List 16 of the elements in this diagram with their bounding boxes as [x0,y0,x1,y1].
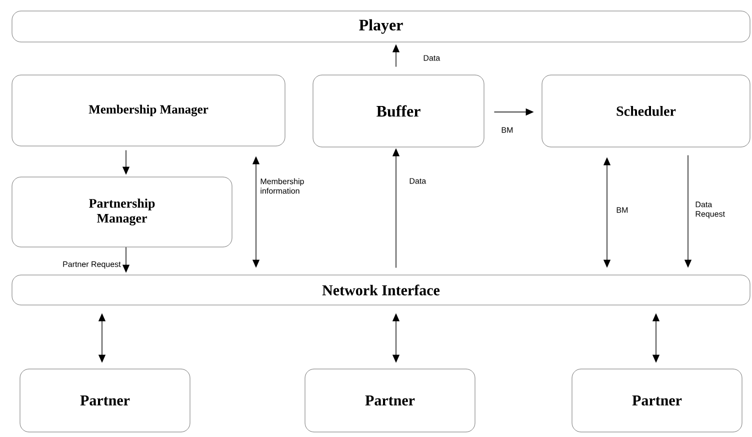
edge-label: Partner Request [63,261,121,269]
component-box: Partnership Manager [12,176,232,248]
edge-label: Membership information [260,178,304,194]
partner-box: Partner [304,368,476,432]
edge-label: Data [424,55,440,61]
edge-label: BM [616,207,628,213]
edge-label: Data [410,178,426,184]
player-box: Player [12,10,750,42]
interface-bar: Network Interface [12,274,750,306]
edge-label: BM [502,127,513,133]
partner-box: Partner [572,368,742,432]
edge-label: Data Request [696,202,725,218]
component-box: Scheduler [542,74,750,148]
partner-box: Partner [20,368,190,432]
component-box: Buffer [312,74,484,148]
component-box: Membership Manager [12,74,286,146]
